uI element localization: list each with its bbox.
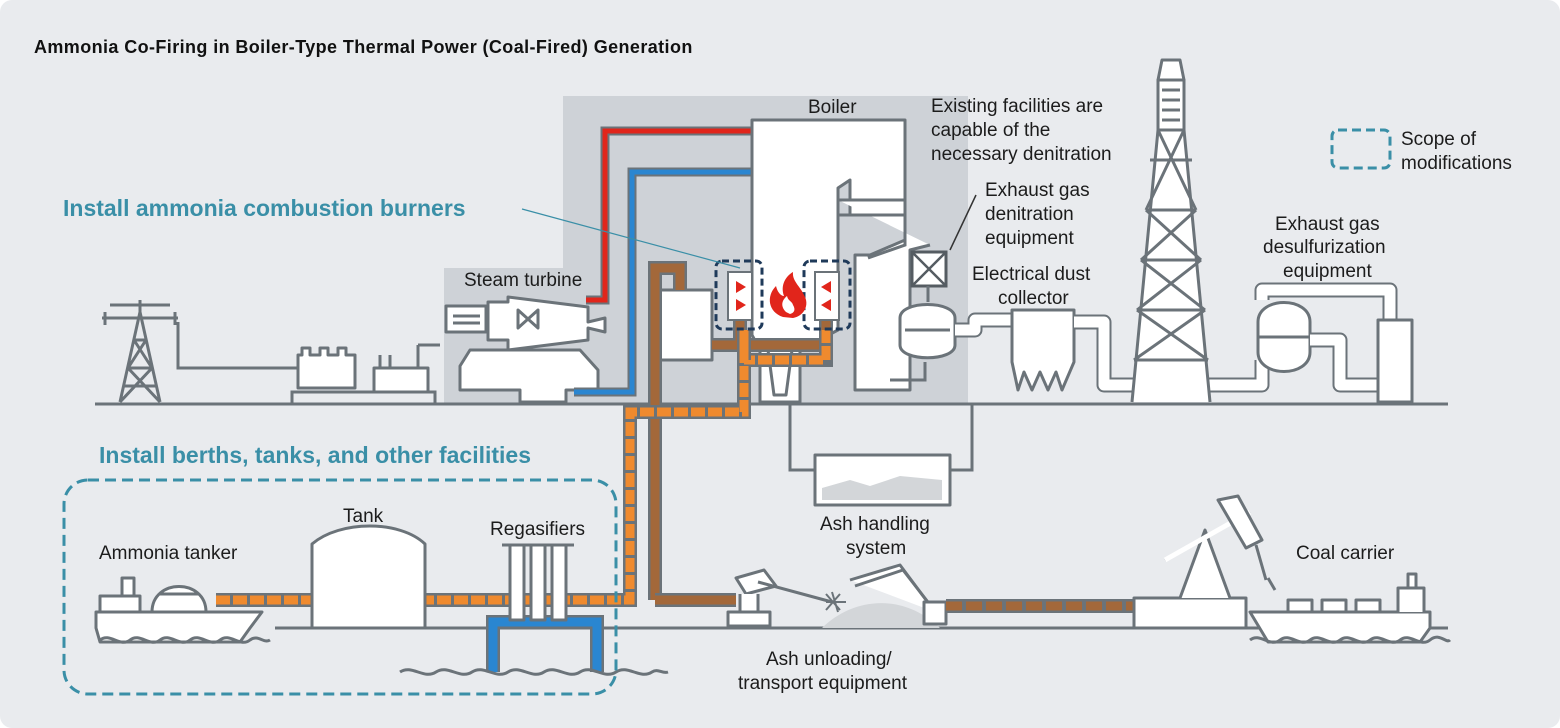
steam-turbine-icon: [444, 295, 607, 404]
label-existing-line1: Existing facilities are: [931, 96, 1103, 117]
ash-unloading-equipment-icon: [726, 563, 948, 628]
label-tank: Tank: [343, 506, 384, 527]
ammonia-tanker-icon: [94, 576, 271, 644]
legend: Scope of modifications: [1330, 128, 1512, 174]
callout-burners: Install ammonia combustion burners: [63, 195, 466, 221]
label-desulfurization-line3: equipment: [1283, 261, 1372, 282]
desulfurization-unit-icon: [1254, 282, 1414, 404]
label-ash-handling-line2: system: [846, 538, 906, 559]
flame-icon: [769, 272, 807, 318]
label-denitration-line1: Exhaust gas: [985, 180, 1090, 201]
burner-left-icon: [714, 259, 764, 331]
ammonia-pipe: [216, 330, 833, 607]
label-ash-unloading-line2: transport equipment: [738, 673, 908, 694]
label-denitration-line3: equipment: [985, 228, 1074, 249]
label-ash-unloading-line1: Ash unloading/: [766, 649, 892, 670]
label-existing-line2: capable of the: [931, 120, 1050, 141]
label-boiler: Boiler: [808, 97, 857, 118]
label-denitration-line2: denitration: [985, 204, 1074, 225]
label-ash-handling-line1: Ash handling: [820, 514, 930, 535]
legend-label-line2: modifications: [1401, 153, 1512, 174]
callout-berths: Install berths, tanks, and other facilit…: [99, 442, 531, 468]
label-dust-line1: Electrical dust: [972, 264, 1091, 285]
coal-unloader-icon: [1132, 494, 1277, 630]
label-regasifiers: Regasifiers: [490, 519, 585, 540]
ammonia-tank-icon: [310, 524, 427, 630]
label-ammonia-tanker: Ammonia tanker: [99, 543, 238, 564]
label-dust-line2: collector: [998, 288, 1069, 309]
label-steam-turbine: Steam turbine: [464, 270, 582, 291]
label-coal-carrier: Coal carrier: [1296, 543, 1395, 564]
burner-right-icon: [802, 259, 852, 331]
transmission-tower-icon: [102, 300, 300, 404]
denitration-unit-icon: [910, 194, 977, 288]
coal-carrier-icon: [1248, 572, 1452, 644]
stack-tower-icon: [1130, 58, 1212, 403]
air-heater-icon: [890, 286, 957, 382]
coal-mill-icon: [658, 288, 714, 362]
seawater-loop-pipe: [486, 615, 604, 672]
diagram-title: Ammonia Co-Firing in Boiler-Type Thermal…: [34, 37, 693, 57]
transformer-icon: [290, 343, 440, 404]
ash-handling-system-icon: [788, 404, 974, 507]
label-existing-line3: necessary denitration: [931, 144, 1112, 165]
label-desulfurization-line2: desulfurization: [1263, 237, 1386, 258]
burner-callout-leader: [521, 208, 741, 269]
regasifiers-icon: [502, 543, 574, 622]
sea-waves: [399, 668, 669, 676]
electrical-dust-collector-icon: [1010, 308, 1076, 392]
legend-swatch: [1330, 128, 1392, 170]
scope-of-modifications-box: [62, 478, 618, 696]
legend-label-line1: Scope of: [1401, 129, 1477, 150]
label-desulfurization-line1: Exhaust gas: [1275, 214, 1380, 235]
